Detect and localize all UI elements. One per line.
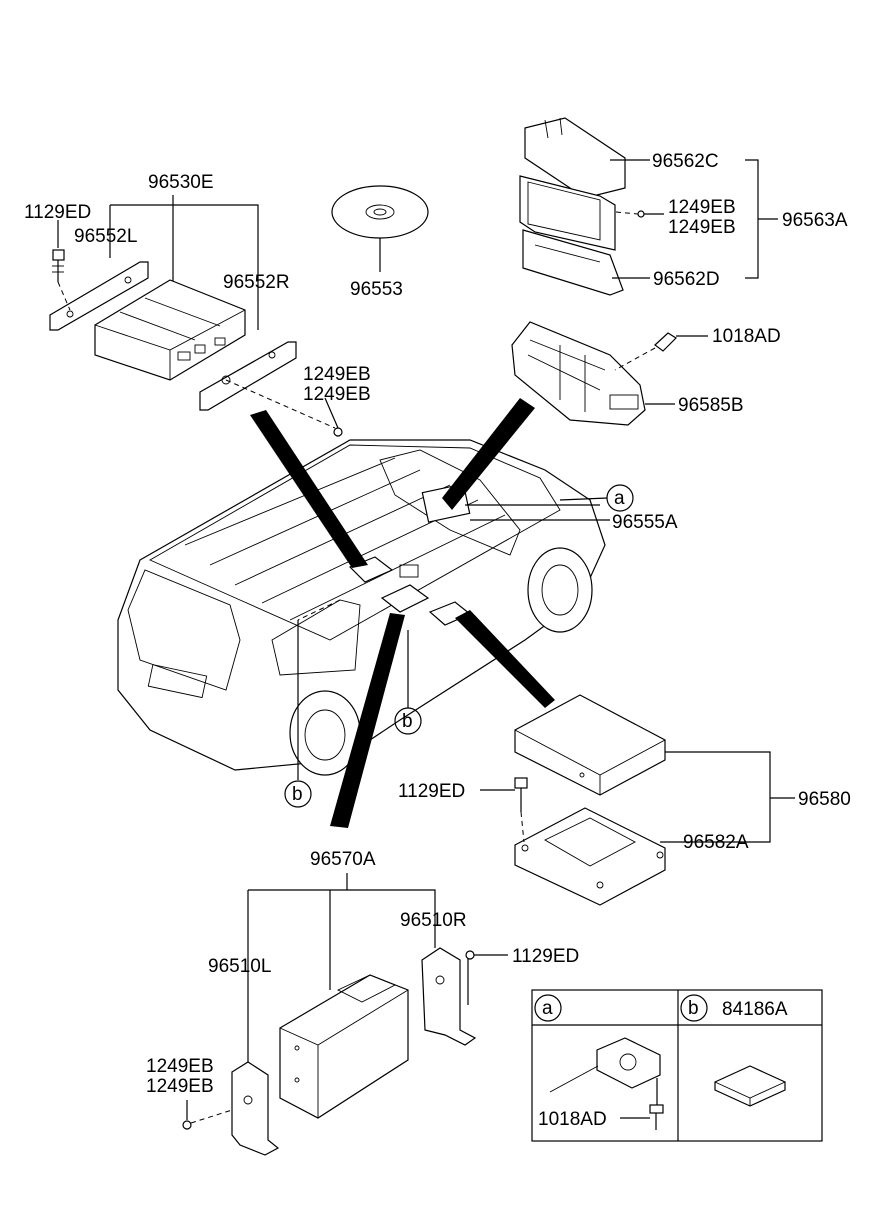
label-1249eb-bottom-2: 1249EB: [146, 1076, 214, 1097]
pointer-wedges: [250, 398, 555, 828]
part-labels: 96530E 1129ED 96552L 96552R 96553 1249EB…: [24, 151, 851, 1130]
label-96585b: 96585B: [678, 395, 744, 416]
label-1249eb-bottom-1: 1249EB: [146, 1056, 214, 1077]
label-96570a: 96570A: [310, 849, 376, 870]
disc-96553: [331, 185, 429, 272]
callout-b-left: b: [292, 784, 303, 805]
module-96580: [480, 694, 795, 906]
label-96553: 96553: [350, 279, 403, 300]
callout-circles: [284, 484, 708, 1022]
head-unit-96563a: [519, 117, 778, 296]
label-84186a: 84186A: [722, 999, 788, 1020]
label-96555a: 96555A: [612, 512, 678, 533]
label-96552l: 96552L: [74, 226, 137, 247]
label-96510l: 96510L: [208, 956, 271, 977]
label-1249eb-amp-2: 1249EB: [303, 384, 371, 405]
callout-a-main: a: [614, 488, 625, 509]
label-1129ed-mid: 1129ED: [398, 781, 465, 802]
label-96562c: 96562C: [652, 151, 719, 172]
callout-b-right: b: [402, 711, 413, 732]
amplifier-96570a: [182, 873, 508, 1156]
label-1018ad-top: 1018AD: [712, 326, 781, 347]
label-96562d: 96562D: [653, 269, 720, 290]
label-96552r: 96552R: [223, 272, 290, 293]
label-96510r: 96510R: [400, 910, 467, 931]
label-1129ed-top: 1129ED: [24, 202, 91, 223]
label-96530e: 96530E: [148, 172, 214, 193]
label-96563a: 96563A: [782, 210, 848, 231]
callout-b-table: b: [688, 998, 699, 1019]
label-96582a: 96582A: [683, 832, 749, 853]
label-96580: 96580: [798, 789, 851, 810]
label-1249eb-head-1: 1249EB: [668, 197, 736, 218]
label-1249eb-amp-1: 1249EB: [303, 364, 371, 385]
label-1018ad-table: 1018AD: [538, 1109, 607, 1130]
label-1249eb-head-2: 1249EB: [668, 217, 736, 238]
callout-a-table: a: [542, 998, 553, 1019]
callout-letters: a b b a b: [292, 488, 699, 1019]
legend-table: [531, 989, 823, 1142]
label-1129ed-bottom: 1129ED: [512, 946, 579, 967]
amplifier-96530e: [49, 195, 343, 437]
control-panel-96585b: [511, 321, 708, 426]
